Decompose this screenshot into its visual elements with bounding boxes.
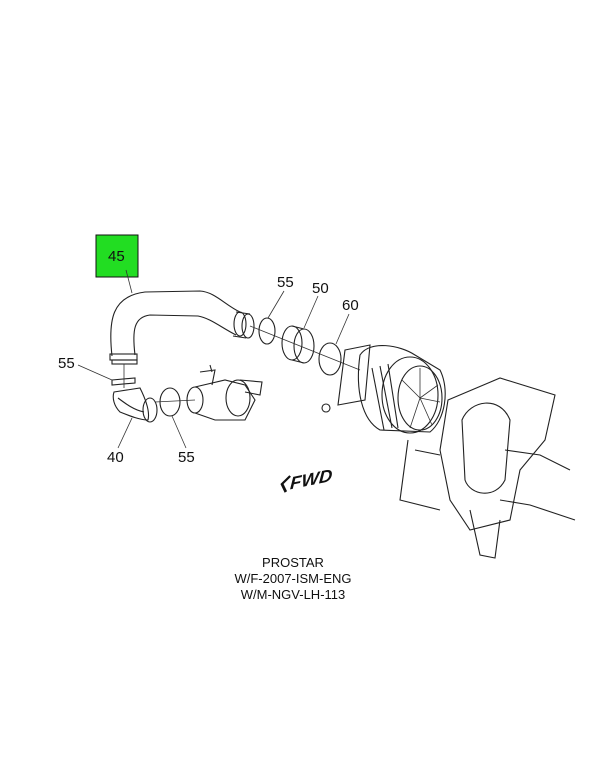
elbow [112,387,158,423]
callout-60[interactable]: 60 [342,297,359,314]
forward-direction-indicator: FWD [280,465,333,494]
callout-55-upper[interactable]: 55 [277,274,294,291]
clamp-left [111,377,136,386]
callout-55-lower[interactable]: 55 [178,449,195,466]
callout-45[interactable]: 45 [108,248,125,265]
air-hose [109,290,255,365]
callout-50[interactable]: 50 [312,280,329,297]
callout-40[interactable]: 40 [107,449,124,466]
callout-55-left[interactable]: 55 [58,355,75,372]
air-filter-housing [321,344,446,434]
turbocharger [186,364,263,421]
svg-text:FWD: FWD [290,465,333,494]
caption-engine: W/F-2007-ISM-ENG [234,571,351,586]
frame-bracket [399,377,576,559]
adapter [281,325,315,364]
caption-model: PROSTAR [262,555,324,570]
callout-box-45[interactable] [95,234,139,278]
clamp-filter [318,342,342,376]
caption-config: W/M-NGV-LH-113 [241,587,346,602]
clamp-upper [258,317,276,345]
